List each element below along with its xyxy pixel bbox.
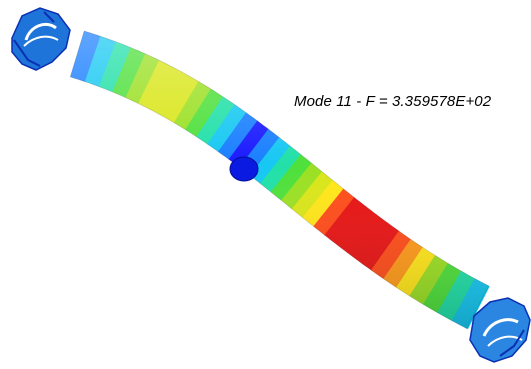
nodal-point-blob xyxy=(229,156,259,182)
mode-frequency-label: Mode 11 - F = 3.359578E+02 xyxy=(294,93,492,110)
shaft-shading xyxy=(69,30,490,330)
deformed-shaft xyxy=(69,30,490,330)
left-end-fitting xyxy=(11,7,71,71)
right-end-fitting xyxy=(469,297,531,363)
